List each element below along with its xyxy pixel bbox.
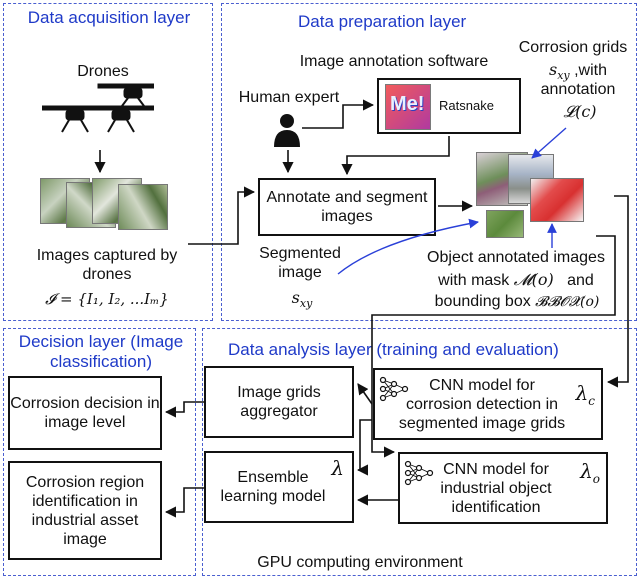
cnn-corrosion-box: CNN model for corrosion detection in seg… <box>373 368 603 440</box>
person-icon <box>274 114 300 147</box>
decision-panel <box>3 328 196 576</box>
drones-icon <box>42 83 154 133</box>
segmented-image-label: Segmented image <box>259 245 341 281</box>
segmented-image-symbol: sxy <box>291 288 313 311</box>
image-set-formula: 𝓘 = {I₁, I₂, ...Iₘ} <box>45 290 169 308</box>
lambda-symbol: λ <box>331 456 344 480</box>
corrosion-grids-annotation: annotation <box>540 81 616 98</box>
object-annotated-label: Object annotated images <box>427 249 605 266</box>
captured-images-stack <box>40 178 170 230</box>
ratsnake-logo-text: Me! <box>390 93 425 115</box>
corrosion-grids-label: Corrosion grids <box>518 39 628 56</box>
data-acquisition-panel <box>3 3 213 321</box>
corrosion-region-box: Corrosion region identification in indus… <box>8 461 162 560</box>
annotate-segment-box: Annotate and segment images <box>258 178 436 236</box>
images-captured-label: Images captured by drones <box>36 247 178 283</box>
annotated-image-cluster <box>476 152 616 238</box>
ensemble-label: Ensemble learning model <box>220 469 326 505</box>
analysis-layer-title: Data analysis layer (training and evalua… <box>228 340 559 359</box>
cnn-object-label: CNN model for industrial object identifi… <box>440 460 552 516</box>
drones-label: Drones <box>77 63 129 80</box>
preparation-layer-title: Data preparation layer <box>298 12 467 31</box>
drone-photo <box>118 184 168 230</box>
cnn-object-box: CNN model for industrial object identifi… <box>398 452 608 524</box>
lambda-o-symbol: λo <box>580 459 600 486</box>
gpu-environment-label: GPU computing environment <box>257 554 463 571</box>
corrosion-annotation-symbol: 𝓛(c) <box>563 102 597 121</box>
ensemble-model-box: Ensemble learning model λ <box>204 451 354 523</box>
annotated-photo-grid <box>486 210 524 238</box>
decision-layer-title: Decision layer (Image classification) <box>18 332 184 371</box>
lambda-c-symbol: λc <box>575 381 595 408</box>
acquisition-layer-title: Data acquisition layer <box>27 8 191 27</box>
ratsnake-name: Ratsnake <box>439 98 494 113</box>
annotated-photo-mask <box>530 178 584 222</box>
bounding-box-label: bounding box 𝓑𝓑𝓞𝓧(o) <box>434 293 600 310</box>
corrosion-decision-box: Corrosion decision in image level <box>8 376 162 450</box>
ratsnake-software: Me! Ratsnake <box>377 78 521 134</box>
with-mask-label: with mask 𝓜(o) and <box>438 270 594 289</box>
grids-aggregator-box: Image grids aggregator <box>204 366 354 438</box>
annotation-software-label: Image annotation software <box>299 53 489 70</box>
human-expert-label: Human expert <box>238 89 340 106</box>
ratsnake-logo-icon: Me! <box>385 84 431 130</box>
neural-net-icon <box>404 460 434 486</box>
corrosion-grids-detail: sxy ,with <box>549 60 607 83</box>
neural-net-icon <box>379 376 409 402</box>
